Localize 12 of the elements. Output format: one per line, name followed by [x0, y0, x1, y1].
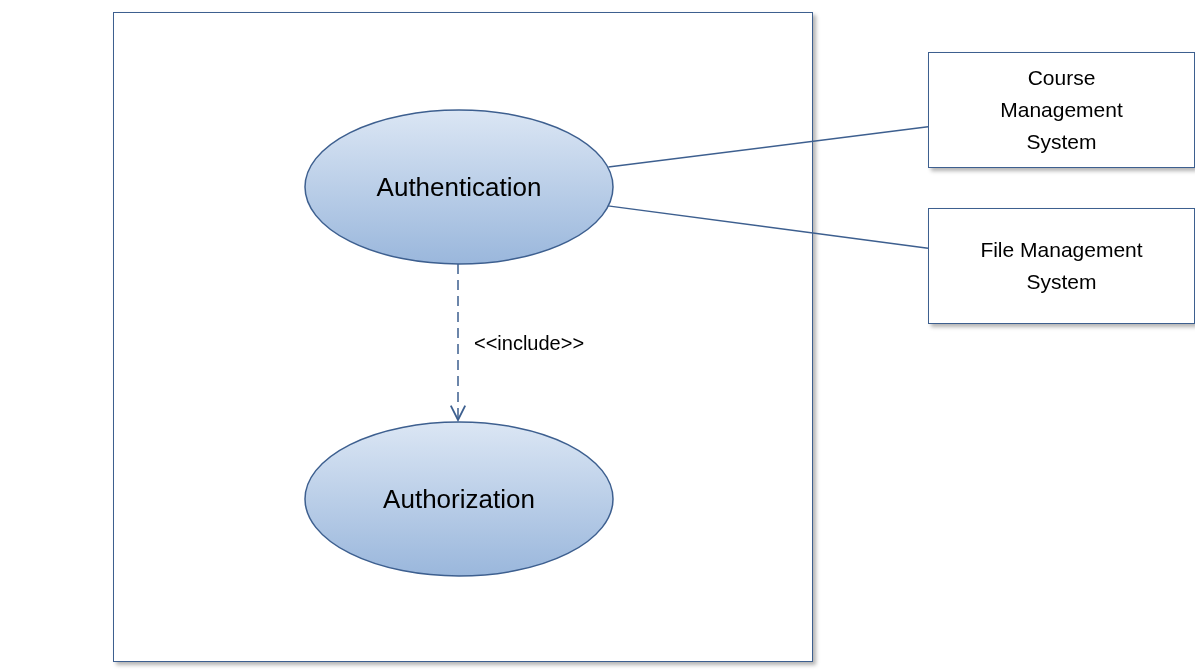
use-case-ellipse: [304, 109, 614, 265]
node-label: File Management System: [979, 237, 1144, 295]
node-label: Authentication: [376, 170, 542, 204]
include-arrow: [449, 263, 467, 421]
actor-box: [928, 52, 1195, 168]
system-boundary: [113, 12, 813, 662]
association-line: [607, 205, 929, 250]
use-case-ellipse: [304, 421, 614, 577]
node-label: Course Management System: [999, 65, 1124, 155]
actor-box: [928, 208, 1195, 324]
node-label: Authorization: [383, 482, 535, 516]
association-line: [607, 126, 929, 168]
